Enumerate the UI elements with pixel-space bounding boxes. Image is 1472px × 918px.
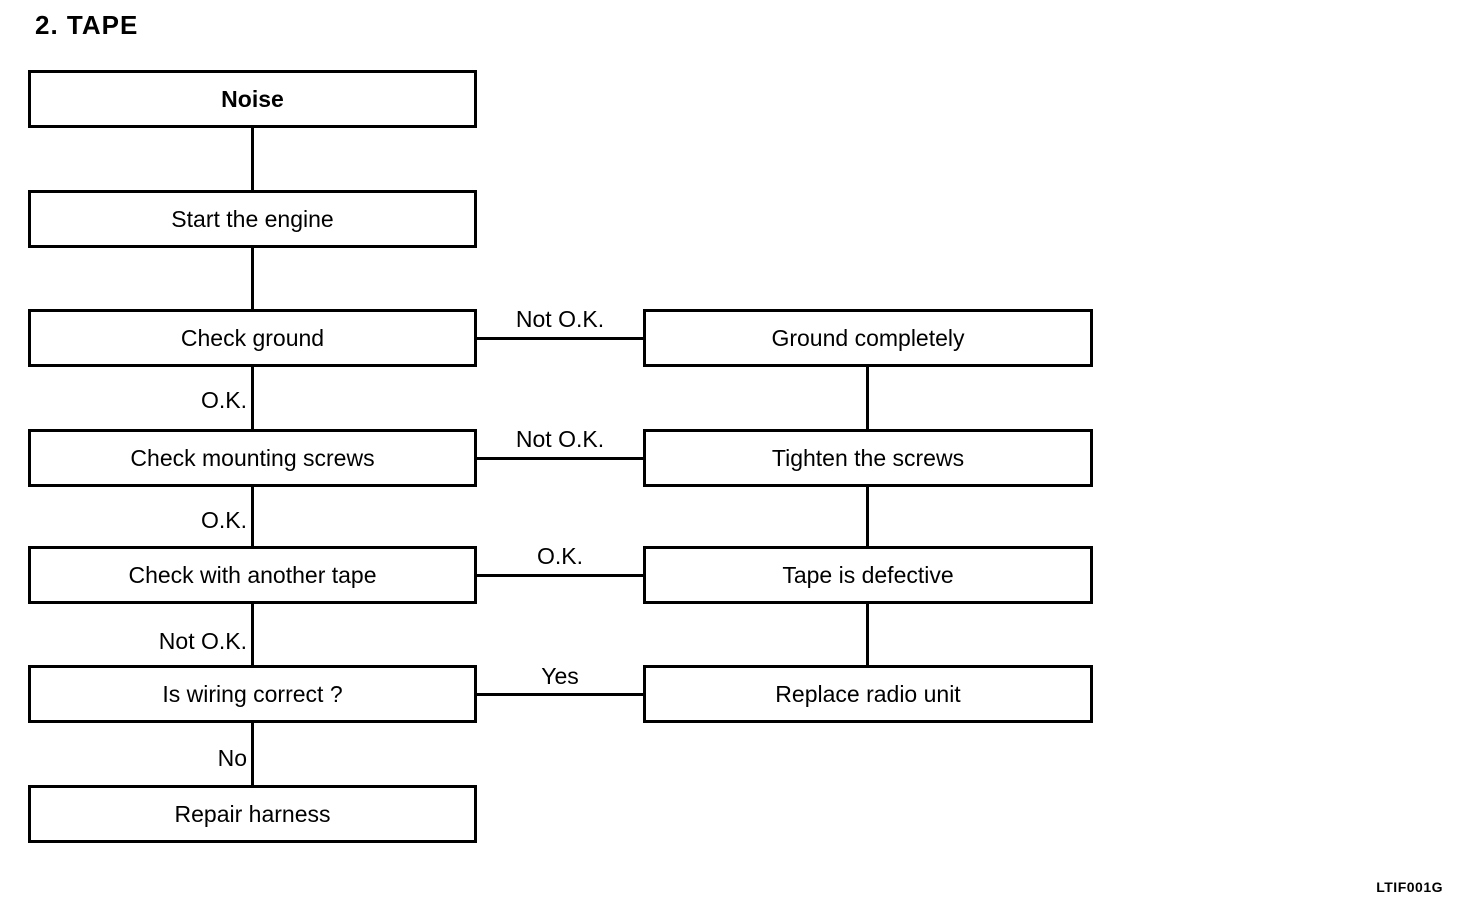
connector-check-ground-to-ground-completely xyxy=(477,337,643,340)
node-start-engine: Start the engine xyxy=(28,190,477,248)
edge-label-wiring-yes: Yes xyxy=(541,663,579,689)
node-tighten-the-screws: Tighten the screws xyxy=(643,429,1093,487)
edge-label-check-ground-not-ok: Not O.K. xyxy=(515,306,605,332)
node-repair-harness: Repair harness xyxy=(28,785,477,843)
connector-tape-defective-to-replace xyxy=(866,604,869,665)
edge-label-another-tape-not-ok: Not O.K. xyxy=(158,628,247,654)
node-check-mounting-screws: Check mounting screws xyxy=(28,429,477,487)
node-check-ground: Check ground xyxy=(28,309,477,367)
connector-tighten-to-tape-defective xyxy=(866,487,869,546)
connector-mounting-to-tighten-screws xyxy=(477,457,643,460)
edge-label-another-tape-ok: O.K. xyxy=(536,543,583,569)
node-tape-is-defective: Tape is defective xyxy=(643,546,1093,604)
connector-check-ground-to-mounting xyxy=(251,367,254,429)
node-check-with-another-tape: Check with another tape xyxy=(28,546,477,604)
connector-another-tape-to-wiring xyxy=(251,604,254,665)
figure-code: LTIF001G xyxy=(1376,879,1443,895)
edge-label-check-ground-ok: O.K. xyxy=(200,387,247,413)
connector-wiring-to-repair-harness xyxy=(251,723,254,785)
node-is-wiring-correct: Is wiring correct ? xyxy=(28,665,477,723)
edge-label-check-mounting-ok: O.K. xyxy=(200,507,247,533)
page-title: 2. TAPE xyxy=(35,10,139,40)
node-replace-radio-unit: Replace radio unit xyxy=(643,665,1093,723)
edge-label-wiring-no: No xyxy=(217,745,247,771)
node-ground-completely: Ground completely xyxy=(643,309,1093,367)
connector-another-tape-to-tape-defective xyxy=(477,574,643,577)
connector-wiring-to-replace-radio-unit xyxy=(477,693,643,696)
connector-ground-completely-to-tighten xyxy=(866,367,869,429)
connector-noise-to-start-engine xyxy=(251,128,254,190)
connector-mounting-to-another-tape xyxy=(251,487,254,546)
connector-start-engine-to-check-ground xyxy=(251,248,254,309)
node-noise: Noise xyxy=(28,70,477,128)
edge-label-check-mounting-not-ok: Not O.K. xyxy=(515,426,605,452)
